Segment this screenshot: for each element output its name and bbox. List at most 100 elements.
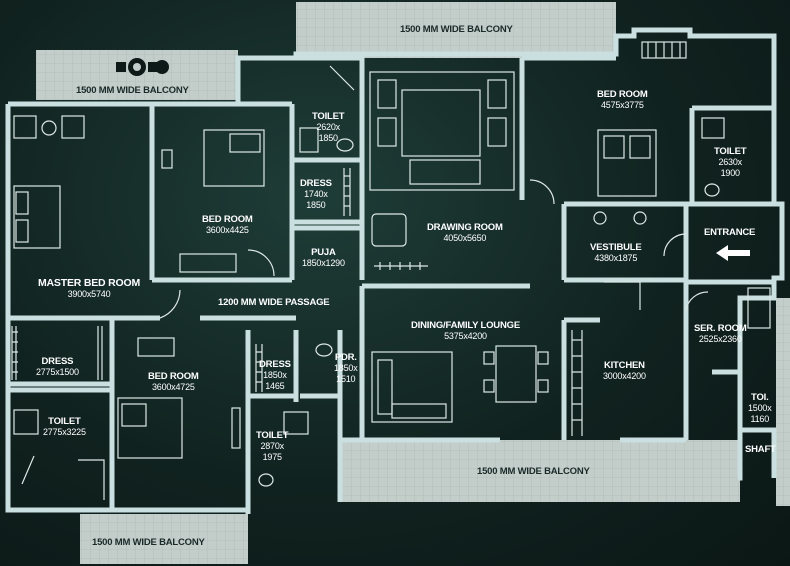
furniture bbox=[11, 41, 771, 500]
room-dim: 3900x5740 bbox=[67, 289, 111, 299]
room-name: TOI. bbox=[751, 392, 769, 403]
room-name: MASTER BED ROOM bbox=[38, 277, 141, 289]
room-toilet-top: TOILET 2620x 1850 bbox=[312, 111, 345, 144]
room-name: PUJA bbox=[311, 247, 336, 258]
room-passage: 1200 MM WIDE PASSAGE bbox=[218, 297, 330, 308]
room-dim-2: 1510 bbox=[336, 374, 356, 384]
master-armchair-1 bbox=[13, 115, 37, 139]
planters bbox=[116, 58, 169, 76]
room-name: 1200 MM WIDE PASSAGE bbox=[218, 297, 330, 308]
balconies bbox=[36, 2, 790, 564]
bed-top-left bbox=[203, 129, 265, 187]
room-dim-2: 1850 bbox=[306, 200, 326, 210]
room-kitchen: KITCHEN 3000x4200 bbox=[603, 360, 646, 382]
room-master-bed: MASTER BED ROOM 3900x5740 bbox=[38, 278, 140, 300]
room-name: TOILET bbox=[312, 111, 345, 122]
wall-drawing-room bbox=[359, 58, 530, 289]
room-vestibule: VESTIBULE 4380x1875 bbox=[590, 242, 642, 264]
room-dim: 3600x4425 bbox=[205, 225, 249, 235]
room-name: TOILET bbox=[714, 146, 747, 157]
balcony-bottom-left bbox=[80, 514, 248, 564]
bed-top-right bbox=[597, 129, 657, 197]
balcony-left-label: 1500 MM WIDE BALCONY bbox=[76, 85, 189, 96]
room-name: ENTRANCE bbox=[704, 227, 756, 238]
room-name: BED ROOM bbox=[148, 371, 199, 382]
room-name: DRAWING ROOM bbox=[427, 222, 503, 233]
wall-vestibule bbox=[561, 204, 689, 440]
room-name: BED ROOM bbox=[202, 214, 253, 225]
wall-service-room bbox=[686, 279, 777, 478]
room-name: SHAFT bbox=[745, 444, 776, 455]
walls bbox=[5, 27, 785, 514]
balcony-bottom-left-label: 1500 MM WIDE BALCONY bbox=[92, 537, 205, 548]
room-name: SER. ROOM bbox=[694, 323, 747, 334]
room-dim-2: 1900 bbox=[720, 168, 740, 178]
room-bed-bottom: BED ROOM 3600x4725 bbox=[148, 371, 199, 393]
balcony-top bbox=[296, 2, 616, 58]
room-name: DINING/FAMILY LOUNGE bbox=[411, 320, 520, 331]
outer-wall bbox=[5, 27, 785, 513]
room-toilet-left: TOILET 2775x3225 bbox=[43, 416, 86, 438]
lounge-sofa bbox=[371, 351, 453, 423]
room-bed-top-right: BED ROOM 4575x3775 bbox=[597, 89, 648, 111]
wall-bedroom-right bbox=[522, 55, 774, 207]
room-toilet-right: TOILET 2630x 1900 bbox=[714, 146, 747, 179]
room-pdr: PDR. 1850x 1510 bbox=[334, 352, 358, 385]
room-name: TOILET bbox=[256, 430, 289, 441]
room-dim: 4380x1875 bbox=[594, 253, 638, 263]
room-name: DRESS bbox=[259, 359, 291, 370]
room-dim-2: 1160 bbox=[750, 414, 770, 424]
wall-lower-block bbox=[8, 286, 365, 510]
room-dim: 4575x3775 bbox=[600, 100, 644, 110]
room-dim: 5375x4200 bbox=[444, 331, 487, 341]
balcony-right-strip bbox=[776, 298, 790, 506]
room-dim-2: 1975 bbox=[262, 452, 282, 462]
room-dim: 1850x bbox=[263, 370, 287, 380]
wall-left-dress bbox=[8, 381, 112, 393]
wall-bedroom-top-left bbox=[149, 101, 295, 283]
room-dim-2: 1465 bbox=[265, 381, 285, 391]
room-shaft: SHAFT bbox=[745, 444, 776, 455]
balcony-bottom-right bbox=[340, 440, 740, 502]
room-dim: 2620x bbox=[316, 122, 340, 132]
balcony-bottom-right-label: 1500 MM WIDE BALCONY bbox=[477, 466, 590, 477]
room-dim: 2870x bbox=[260, 441, 284, 451]
room-dress-top: DRESS 1740x 1850 bbox=[300, 178, 332, 211]
room-bed-top-left: BED ROOM 3600x4425 bbox=[202, 214, 253, 236]
dining-table bbox=[495, 345, 537, 403]
room-puja: PUJA 1850x1290 bbox=[302, 247, 345, 269]
room-name: PDR. bbox=[334, 352, 357, 363]
room-ser-room: SER. ROOM 2525x2360 bbox=[694, 323, 747, 345]
room-dress-left: DRESS 2775x1500 bbox=[36, 356, 79, 378]
room-entrance: ENTRANCE bbox=[704, 227, 755, 238]
room-dim: 3000x4200 bbox=[603, 371, 646, 381]
room-dim: 1740x bbox=[304, 189, 328, 199]
balcony-top-label: 1500 MM WIDE BALCONY bbox=[400, 24, 513, 35]
room-toilet-bottom: TOILET 2870x 1975 bbox=[256, 430, 289, 463]
room-name: KITCHEN bbox=[603, 360, 645, 371]
room-dim: 3600x4725 bbox=[151, 382, 195, 392]
room-name: DRESS bbox=[41, 356, 74, 367]
room-dim: 2775x1500 bbox=[36, 367, 79, 377]
room-dim: 1850x1290 bbox=[302, 258, 345, 268]
master-armchair-2 bbox=[61, 115, 85, 139]
room-drawing: DRAWING ROOM 4050x5650 bbox=[427, 222, 503, 244]
room-dress-mid: DRESS 1850x 1465 bbox=[259, 359, 291, 392]
room-dim: 1850x bbox=[334, 363, 358, 373]
room-dim: 2775x3225 bbox=[43, 427, 86, 437]
wall-bottom bbox=[112, 507, 251, 514]
room-name: BED ROOM bbox=[597, 89, 648, 100]
room-name: VESTIBULE bbox=[590, 242, 642, 253]
room-dim: 4050x5650 bbox=[443, 233, 487, 243]
room-dim-2: 1850 bbox=[318, 133, 338, 143]
room-dim: 1500x bbox=[748, 403, 772, 413]
master-bed bbox=[13, 185, 61, 249]
room-name: TOILET bbox=[48, 416, 81, 427]
room-name: DRESS bbox=[300, 178, 332, 189]
room-dim: 2525x2360 bbox=[698, 334, 742, 344]
drawing-sofa bbox=[369, 71, 515, 191]
room-dining: DINING/FAMILY LOUNGE 5375x4200 bbox=[411, 320, 520, 342]
entrance-arrow-icon bbox=[716, 245, 750, 261]
room-dim: 2630x bbox=[718, 157, 742, 167]
